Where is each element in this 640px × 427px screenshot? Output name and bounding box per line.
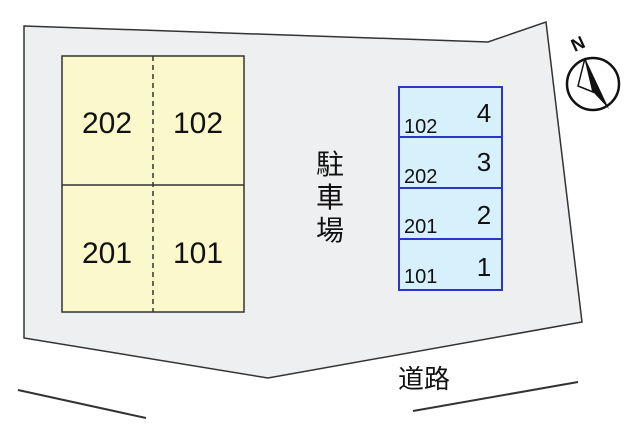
unit-label: 201 (82, 237, 132, 270)
road-line-left (17, 389, 147, 419)
parking-label-char: 場 (316, 214, 344, 247)
parking-slot-number: 1 (477, 252, 491, 282)
parking-slot-unit: 101 (404, 266, 437, 288)
unit-label: 102 (173, 107, 223, 140)
unit-label: 202 (82, 107, 132, 140)
parking-area: 102 4 202 3 201 2 101 1 (398, 86, 503, 291)
parking-slot-unit: 201 (404, 216, 437, 238)
parking-slot-unit: 202 (404, 166, 437, 188)
building: 202 102 201 101 (61, 55, 245, 313)
parking-slot-unit: 102 (404, 116, 437, 138)
north-arrow-icon: N (565, 32, 621, 112)
unit-label: 101 (173, 237, 223, 270)
parking-slot-number: 4 (477, 98, 491, 128)
road-line-right (412, 381, 579, 412)
parking-label-char: 車 (316, 181, 344, 214)
parking-label: 駐 車 場 (316, 148, 344, 247)
parking-slot-number: 2 (477, 200, 491, 230)
parking-label-char: 駐 (316, 148, 344, 181)
north-label: N (568, 32, 588, 56)
road-label: 道路 (398, 365, 450, 395)
parking-slot-number: 3 (477, 147, 491, 177)
